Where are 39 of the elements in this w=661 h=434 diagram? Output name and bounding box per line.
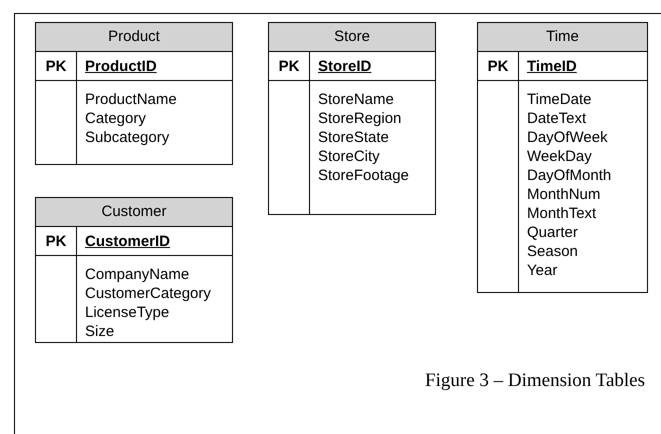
attribute-field: CustomerCategory <box>85 284 211 303</box>
key-marker: PK <box>46 58 66 74</box>
attribute-field: MonthText <box>527 204 612 223</box>
primary-key-field: ProductID <box>85 58 157 74</box>
entity-table <box>268 22 436 215</box>
attribute-field: WeekDay <box>527 147 612 166</box>
attribute-field: DayOfWeek <box>527 128 612 147</box>
attribute-field: DayOfMonth <box>527 166 612 185</box>
attribute-field: TimeDate <box>527 90 612 109</box>
attribute-field: StoreFootage <box>318 166 409 185</box>
attribute-field: StoreState <box>318 128 409 147</box>
attribute-field: ProductName <box>85 90 177 109</box>
attribute-field: Category <box>85 109 177 128</box>
attribute-field: MonthNum <box>527 185 612 204</box>
attribute-field: Quarter <box>527 223 612 242</box>
primary-key-field: TimeID <box>527 58 577 74</box>
attribute-field: Size <box>85 322 211 341</box>
entity-table <box>35 197 233 343</box>
figure-caption: Figure 3 – Dimension Tables <box>425 370 645 392</box>
table-header: Customer <box>36 198 232 227</box>
entity-table <box>477 22 648 293</box>
attribute-field: StoreName <box>318 90 409 109</box>
attribute-field: StoreRegion <box>318 109 409 128</box>
attribute-field: DateText <box>527 109 612 128</box>
attribute-field: StoreCity <box>318 147 409 166</box>
entity-table <box>35 22 233 165</box>
primary-key-field: StoreID <box>318 58 372 74</box>
attribute-field: Season <box>527 242 612 261</box>
table-header: Store <box>269 23 435 52</box>
key-marker: PK <box>278 58 300 74</box>
attribute-field: LicenseType <box>85 303 211 322</box>
attribute-field: Subcategory <box>85 128 177 147</box>
attribute-field: Year <box>527 261 612 280</box>
attribute-field: CompanyName <box>85 265 211 284</box>
table-header: Time <box>478 23 647 52</box>
primary-key-field: CustomerID <box>85 232 170 250</box>
key-marker: PK <box>488 58 508 74</box>
table-header: Product <box>36 23 232 52</box>
key-marker: PK <box>46 232 66 250</box>
